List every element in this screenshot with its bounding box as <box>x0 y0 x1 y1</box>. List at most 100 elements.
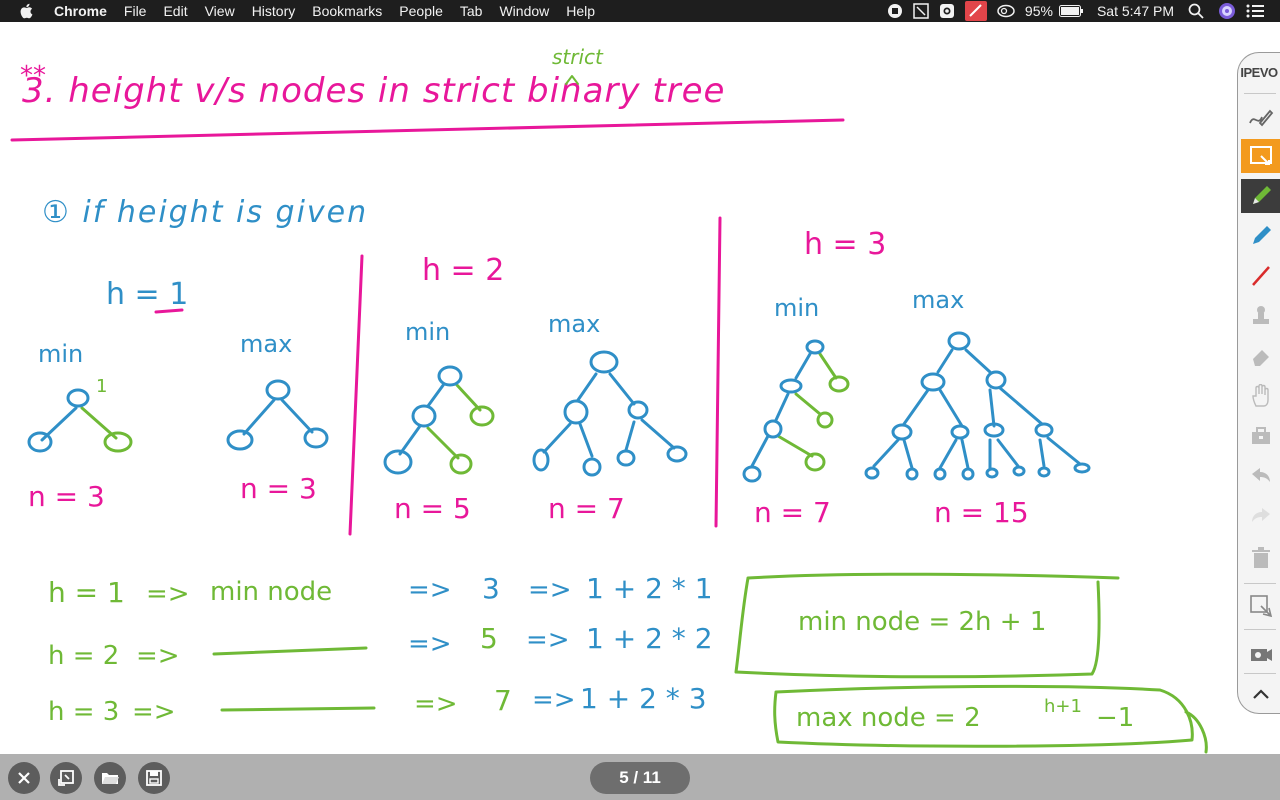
stop-record-icon[interactable] <box>887 3 903 19</box>
annotate-app-icon[interactable] <box>964 1 987 21</box>
case-h3: h = 3 min max <box>742 227 1091 529</box>
row2-arrow3: => <box>526 625 570 655</box>
page-indicator[interactable]: 5 / 11 <box>590 762 690 794</box>
case-h3-min-label: min <box>774 294 819 322</box>
row2-n: 5 <box>480 622 498 655</box>
save-icon[interactable] <box>138 762 170 794</box>
row1-arrow: => <box>146 579 190 609</box>
row1-h: h = 1 <box>48 576 125 609</box>
select-area-icon[interactable] <box>1241 139 1280 173</box>
title-stars: ** <box>20 61 46 91</box>
menu-bar: Chrome File Edit View History Bookmarks … <box>0 0 1280 22</box>
menu-people[interactable]: People <box>399 3 443 19</box>
new-page-icon[interactable] <box>50 762 82 794</box>
battery-percent: 95% <box>1024 3 1053 19</box>
svg-text:1: 1 <box>96 376 107 397</box>
title-text: 3. height v/s nodes in strict binary tre… <box>22 71 725 111</box>
row2-expr: 1 + 2 * 2 <box>586 622 713 655</box>
case-h2-max-nodes: n = 7 <box>548 492 625 525</box>
annotation-toolbar: IPEVO <box>1237 52 1280 714</box>
trash-icon[interactable] <box>1242 541 1280 575</box>
divider-1 <box>348 254 364 536</box>
row2-arrow2: => <box>408 629 452 659</box>
formula-max: max node = 2 <box>796 703 981 733</box>
case-h2-min-nodes: n = 5 <box>394 492 471 525</box>
close-icon[interactable] <box>8 762 40 794</box>
apple-icon[interactable] <box>20 3 34 19</box>
green-pen-icon[interactable] <box>1241 179 1280 213</box>
row1-mid: min node <box>210 577 332 607</box>
menu-tab[interactable]: Tab <box>459 3 483 19</box>
row2-arrow: => <box>136 641 180 671</box>
battery-icon[interactable] <box>1058 5 1083 17</box>
handwriting-icon[interactable] <box>1242 101 1280 135</box>
hand-icon[interactable] <box>1242 379 1280 413</box>
undo-icon[interactable] <box>1242 459 1280 493</box>
title-group: ** 3. height v/s nodes in strict binary … <box>10 45 845 142</box>
tree-h3-max <box>864 331 1091 481</box>
menu-help[interactable]: Help <box>566 3 596 19</box>
app-menu-chrome[interactable]: Chrome <box>54 3 107 19</box>
case-h1-max-label: max <box>240 330 292 358</box>
title-insert-strict: strict <box>552 45 604 69</box>
menu-window[interactable]: Window <box>499 3 550 19</box>
selection-icon[interactable] <box>1242 589 1280 623</box>
collapse-icon[interactable] <box>1242 677 1280 711</box>
row1-expr: 1 + 2 * 1 <box>586 572 713 605</box>
row3-arrow: => <box>132 697 176 727</box>
row3-expr: 1 + 2 * 3 <box>580 682 707 715</box>
tree-h2-max <box>532 350 688 477</box>
row1-arrow2: => <box>408 575 452 605</box>
tree-h1-min: 1 <box>27 376 133 453</box>
case-h2: h = 2 min max <box>383 253 688 525</box>
case-h1-height: h = 1 <box>106 277 188 312</box>
case-h1-min-nodes: n = 3 <box>28 480 105 513</box>
camera-icon[interactable] <box>1242 637 1280 671</box>
menu-file[interactable]: File <box>123 3 147 19</box>
formula-max-exponent: h+1 <box>1044 696 1082 717</box>
divider-2 <box>714 216 722 528</box>
open-folder-icon[interactable] <box>94 762 126 794</box>
row3-n: 7 <box>494 684 512 717</box>
section-heading: ① if height is given <box>42 195 368 230</box>
formula-min: min node = 2h + 1 <box>798 607 1046 637</box>
formula-max-tail: −1 <box>1096 703 1134 733</box>
case-h2-min-label: min <box>405 318 450 346</box>
creative-cloud-icon[interactable] <box>997 4 1015 18</box>
formula-max-box: max node = 2 h+1 −1 <box>773 684 1208 754</box>
blue-pen-icon[interactable] <box>1242 219 1280 253</box>
menu-view[interactable]: View <box>204 3 235 19</box>
search-icon[interactable] <box>1188 3 1204 19</box>
case-h1-underline <box>154 308 184 314</box>
case-h1-max-nodes: n = 3 <box>240 472 317 505</box>
stamp-icon[interactable] <box>1242 299 1280 333</box>
red-pen-icon[interactable] <box>1242 259 1280 293</box>
menu-bookmarks[interactable]: Bookmarks <box>312 3 383 19</box>
menubar-clock[interactable]: Sat 5:47 PM <box>1096 3 1174 19</box>
tree-h2-min <box>383 365 495 475</box>
case-h3-max-label: max <box>912 286 964 314</box>
case-h1-min-label: min <box>38 340 83 368</box>
menu-list-icon[interactable] <box>1246 4 1264 18</box>
case-h1: h = 1 min max 1 n = 3 n = 3 <box>27 277 329 513</box>
menu-edit[interactable]: Edit <box>163 3 188 19</box>
case-h3-max-nodes: n = 15 <box>934 496 1029 529</box>
row3-dash <box>220 706 376 712</box>
menu-history[interactable]: History <box>251 3 296 19</box>
case-h3-min-nodes: n = 7 <box>754 496 831 529</box>
toolbox-icon[interactable] <box>1242 419 1280 453</box>
derivation-rows: h = 1 => min node => 3 => 1 + 2 * 1 h = … <box>48 572 713 727</box>
redo-icon[interactable] <box>1242 499 1280 533</box>
screen-capture-icon[interactable] <box>913 3 929 19</box>
toolbar-brand: IPEVO <box>1240 65 1278 80</box>
camera-app-icon[interactable] <box>939 3 955 19</box>
row1-arrow3: => <box>528 575 572 605</box>
whiteboard-canvas[interactable]: ** 3. height v/s nodes in strict binary … <box>0 22 1280 754</box>
eraser-icon[interactable] <box>1242 339 1280 373</box>
siri-icon[interactable] <box>1218 2 1236 20</box>
bottom-bar: 5 / 11 <box>0 754 1280 800</box>
row3-h: h = 3 <box>48 697 119 727</box>
formula-min-box: min node = 2h + 1 <box>734 572 1120 679</box>
row1-n: 3 <box>482 572 500 605</box>
row3-arrow3: => <box>532 685 576 715</box>
